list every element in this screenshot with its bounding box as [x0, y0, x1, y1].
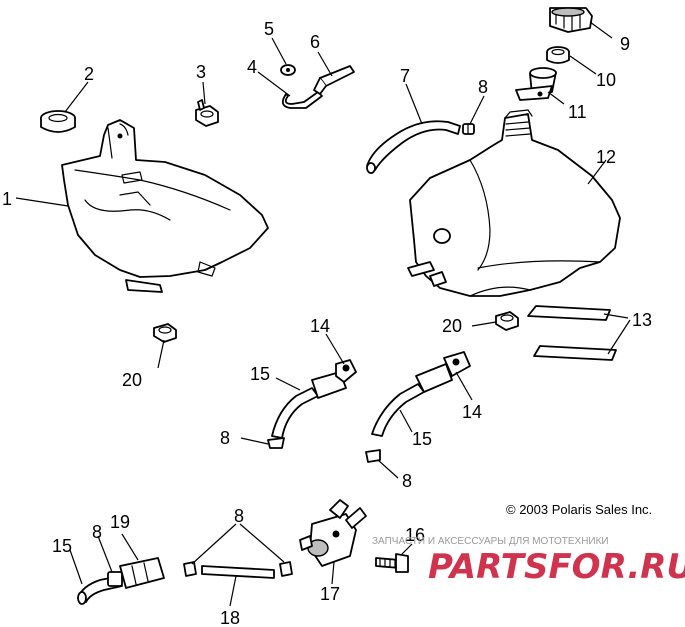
hose-assembly-left [267, 359, 357, 449]
callout-8-bottom-left: 8 [92, 522, 102, 542]
callout-12: 12 [596, 147, 616, 167]
part-10-seal [546, 46, 570, 64]
callout-18: 18 [220, 608, 240, 627]
part-16-bolt [375, 553, 409, 573]
callout-8-bottom-center: 8 [234, 506, 244, 526]
part-18-fuel-line [183, 561, 293, 579]
part-2-grommet [40, 110, 76, 133]
callout-20-right: 20 [442, 316, 462, 336]
callout-8-left: 8 [220, 428, 230, 448]
part-19-filter-assembly [77, 557, 165, 605]
callout-13: 13 [632, 310, 652, 330]
part-20-fastener-right [495, 311, 519, 331]
callout-11: 11 [568, 102, 587, 122]
callout-1: 1 [2, 189, 12, 209]
callout-20-left: 20 [122, 370, 142, 390]
part-9-fuel-cap [549, 7, 593, 33]
part-1-tank-cover [61, 119, 269, 293]
watermark-tagline: ЗАПЧАСТИ И АКСЕССУАРЫ ДЛЯ МОТОТЕХНИКИ [372, 536, 609, 547]
part-4-clamp [281, 91, 323, 109]
callout-numbers: 1 2 3 4 5 6 7 8 9 10 11 12 13 20 20 14 1… [2, 19, 652, 627]
callout-19: 19 [110, 512, 130, 532]
part-6-bracket [313, 65, 355, 95]
watermark-logo: PARTSFOR.RU [428, 547, 685, 587]
part-8-clamp-tank [462, 123, 475, 135]
part-7-vent-hose [366, 120, 461, 174]
callout-8-tank: 8 [478, 77, 488, 97]
hose-assembly-right [365, 351, 471, 463]
callout-15-bottom: 15 [52, 536, 72, 556]
leader-lines [15, 21, 631, 607]
callout-15-left: 15 [250, 364, 270, 384]
callout-7: 7 [400, 66, 410, 86]
callout-5: 5 [264, 19, 274, 39]
part-11-filler-neck [515, 67, 557, 101]
callout-6: 6 [310, 32, 320, 52]
callout-14-right: 14 [462, 402, 482, 422]
callout-4: 4 [247, 57, 257, 77]
part-13-decals [527, 305, 617, 361]
copyright-notice: © 2003 Polaris Sales Inc. [506, 502, 652, 517]
callout-2: 2 [84, 64, 94, 84]
part-20-fastener-left [153, 323, 177, 343]
part-5-washer [280, 64, 296, 76]
callout-14-left: 14 [310, 316, 330, 336]
callout-10: 10 [596, 70, 616, 90]
callout-3: 3 [196, 62, 206, 82]
callout-9: 9 [620, 34, 630, 54]
callout-8-right: 8 [402, 471, 412, 491]
part-17-fuel-valve [299, 499, 367, 567]
callout-15-right: 15 [412, 429, 432, 449]
callout-16: 16 [405, 525, 425, 545]
callout-17: 17 [320, 584, 340, 604]
part-12-fuel-tank [407, 109, 621, 297]
part-3-bolt [195, 99, 219, 127]
